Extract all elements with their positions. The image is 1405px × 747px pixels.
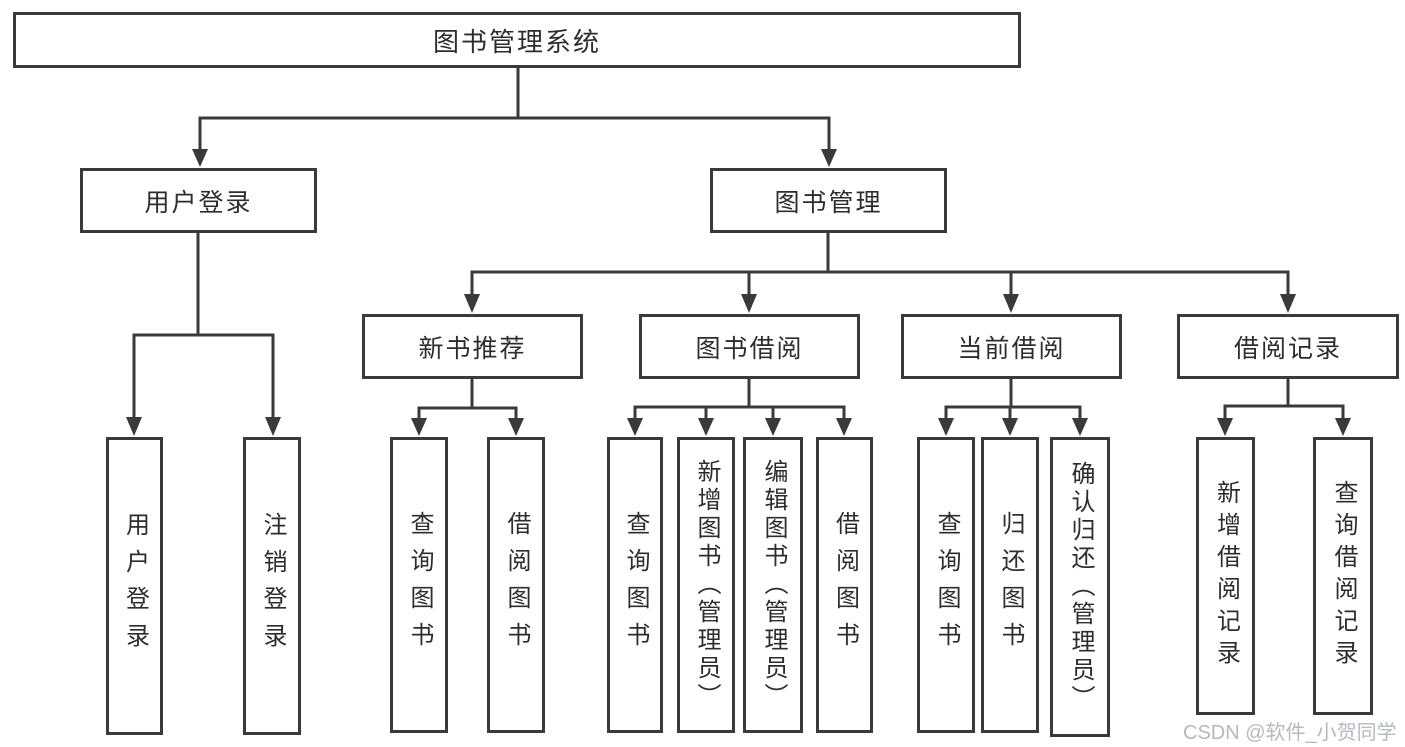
node-label: 用户登录 xyxy=(144,188,253,217)
leaf-borrow-books: 借阅图书 xyxy=(816,437,873,733)
node-label: 图书管理系统 xyxy=(432,26,601,57)
node-book-management: 图书管理 xyxy=(710,168,947,233)
leaf-logout: 注销登录 xyxy=(243,437,301,735)
leaf-label: 确认归还（管理员） xyxy=(1067,461,1094,713)
leaf-label: 编辑图书（管理员） xyxy=(760,459,787,711)
leaf-query-books: 查询图书 xyxy=(917,437,975,733)
leaf-add-borrow-record: 新增借阅记录 xyxy=(1196,437,1255,715)
leaf-confirm-return-admin: 确认归还（管理员） xyxy=(1050,437,1110,737)
node-label: 新书推荐 xyxy=(418,334,527,363)
node-label: 图书借阅 xyxy=(695,334,804,363)
node-label: 借阅记录 xyxy=(1233,334,1342,363)
leaf-query-borrow-record: 查询借阅记录 xyxy=(1313,437,1373,715)
leaf-label: 新增借阅记录 xyxy=(1212,480,1240,672)
node-label: 当前借阅 xyxy=(957,334,1066,363)
node-new-book-recommend: 新书推荐 xyxy=(362,314,583,379)
leaf-edit-books-admin: 编辑图书（管理员） xyxy=(743,437,803,733)
leaf-label: 用户登录 xyxy=(121,512,149,660)
leaf-label: 新增图书（管理员） xyxy=(693,459,720,711)
leaf-label: 注销登录 xyxy=(259,512,286,660)
leaf-label: 查询图书 xyxy=(622,511,649,659)
leaf-label: 借阅图书 xyxy=(503,511,530,659)
leaf-query-books: 查询图书 xyxy=(390,437,448,733)
node-book-borrow: 图书借阅 xyxy=(639,314,860,379)
leaf-label: 归还图书 xyxy=(997,511,1024,659)
node-label: 图书管理 xyxy=(774,188,883,217)
leaf-return-books: 归还图书 xyxy=(981,437,1039,733)
leaf-user-login: 用户登录 xyxy=(106,437,163,735)
node-current-borrow: 当前借阅 xyxy=(901,314,1122,379)
node-borrow-records: 借阅记录 xyxy=(1177,314,1399,379)
leaf-label: 查询图书 xyxy=(933,511,960,659)
leaf-label: 查询图书 xyxy=(406,511,433,659)
leaf-label: 查询借阅记录 xyxy=(1330,480,1357,672)
leaf-label: 借阅图书 xyxy=(831,511,859,659)
csdn-watermark: CSDN @软件_小贺同学 xyxy=(1183,722,1397,744)
node-library-management-system: 图书管理系统 xyxy=(13,12,1021,68)
node-user-login: 用户登录 xyxy=(80,168,317,233)
leaf-borrow-books: 借阅图书 xyxy=(487,437,545,733)
arrowheads xyxy=(126,149,1351,436)
leaf-add-books-admin: 新增图书（管理员） xyxy=(677,437,735,733)
leaf-query-books: 查询图书 xyxy=(607,437,663,733)
